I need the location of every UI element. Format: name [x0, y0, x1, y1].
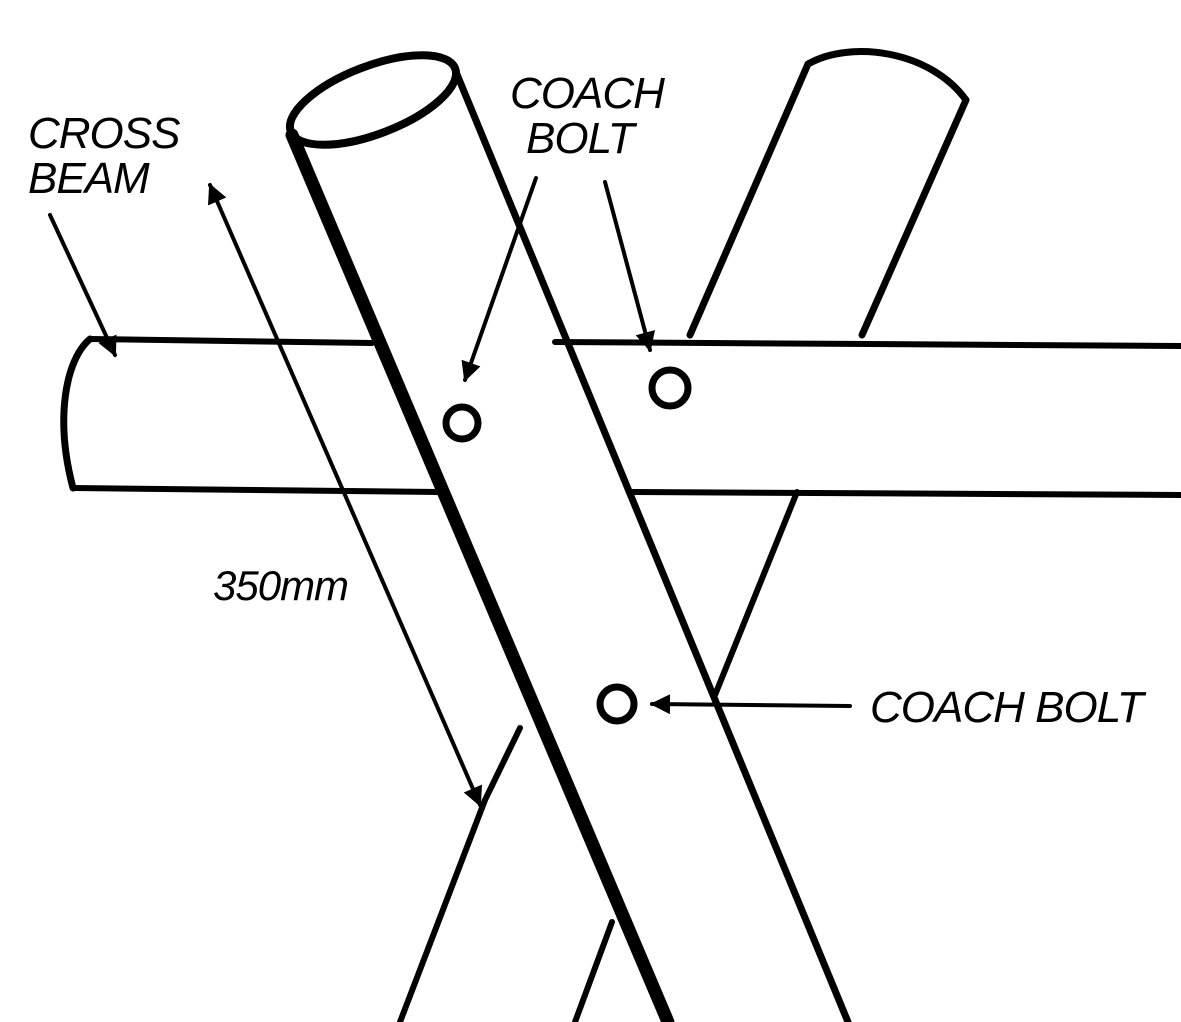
coach-bolt-right	[648, 366, 692, 410]
back-post-lower	[397, 489, 800, 1022]
coach-bolt-top-label-line1: COACH	[510, 69, 665, 118]
coach-bolt-top-label-line2: BOLT	[526, 114, 638, 163]
coach-bolt-top-arrow-right	[603, 180, 656, 352]
back-post	[686, 48, 970, 339]
dimension-label: 350mm	[213, 562, 348, 609]
cross-beam-label-line1: CROSS	[28, 109, 180, 158]
coach-bolt-left	[442, 403, 482, 443]
coach-bolt-right-arrow	[650, 694, 852, 715]
cross-beam-label-line2: BEAM	[28, 154, 150, 203]
front-post	[285, 51, 852, 1022]
dimension-arrow	[208, 183, 482, 807]
coach-bolt-top-arrow-left	[461, 176, 538, 382]
cross-beam-arrow	[48, 213, 117, 357]
coach-bolt-right-label: COACH BOLT	[870, 683, 1147, 732]
coach-bolt-lower	[596, 683, 638, 725]
